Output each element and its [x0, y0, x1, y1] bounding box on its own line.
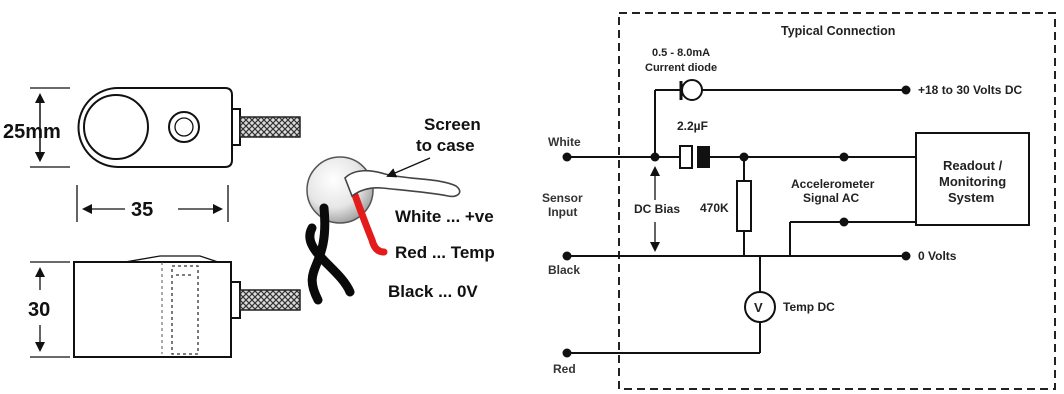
capacitor-plate-b — [697, 146, 710, 168]
supply-terminal — [901, 85, 911, 95]
dimension-width: 35 — [76, 185, 229, 222]
readout-line3: System — [948, 190, 994, 205]
zero-volt-terminal — [901, 251, 911, 261]
sensor-top-view — [77, 87, 301, 168]
white-wire-label: White ... +ve — [395, 207, 494, 226]
readout-line2: Monitoring — [939, 174, 1006, 189]
dimension-height-top: 25mm — [3, 87, 70, 168]
readout-monitoring-box — [915, 132, 1030, 226]
readout-line1: Readout / — [943, 158, 1003, 173]
resistor-label: 470K — [700, 201, 729, 215]
sensor-input-line1: Sensor — [542, 191, 583, 205]
black-wire-label: Black ... 0V — [388, 282, 478, 301]
accel-label-line1: Accelerometer — [791, 177, 875, 191]
black-terminal-label: Black — [548, 263, 580, 277]
red-terminal — [562, 348, 572, 358]
zero-volts-label: 0 Volts — [918, 249, 957, 263]
resistor-470k — [736, 180, 752, 232]
dim-label-35: 35 — [131, 199, 153, 221]
cable-braid-top — [239, 116, 301, 138]
supply-label: +18 to 30 Volts DC — [918, 83, 1022, 97]
screw-hole — [168, 111, 200, 143]
capacitor-label: 2.2µF — [677, 119, 708, 133]
schematic-title: Typical Connection — [781, 24, 895, 38]
typical-connection-box — [618, 12, 1056, 390]
dim-label-25mm: 25mm — [3, 121, 61, 143]
sensor-input-line2: Input — [548, 205, 577, 219]
screen-callout-line1: Screen — [424, 115, 481, 134]
accel-label-line2: Signal AC — [803, 191, 860, 205]
red-wire — [351, 191, 388, 256]
cable-end-illustration — [305, 156, 461, 305]
dc-bias-label: DC Bias — [634, 202, 680, 216]
sensor-side-view — [73, 255, 301, 358]
voltmeter-v: V — [754, 300, 763, 315]
black-wire — [305, 223, 355, 297]
temp-dc-label: Temp DC — [783, 300, 835, 314]
capacitor-plate-a — [679, 145, 693, 169]
white-terminal-label: White — [548, 135, 581, 149]
screen-wire — [344, 169, 461, 198]
cable-braid-side — [239, 289, 301, 311]
red-terminal-label: Red — [553, 362, 576, 376]
dim-label-30: 30 — [28, 299, 50, 321]
mounting-hole — [83, 94, 149, 160]
red-wire-label: Red ... Temp — [395, 243, 495, 262]
screen-callout-line2: to case — [416, 136, 475, 155]
diode-label-line1: 0.5 - 8.0mA — [652, 47, 710, 59]
dimension-height-side: 30 — [28, 261, 70, 358]
current-diode-symbol — [681, 79, 703, 101]
diode-label-line2: Current diode — [645, 62, 717, 74]
